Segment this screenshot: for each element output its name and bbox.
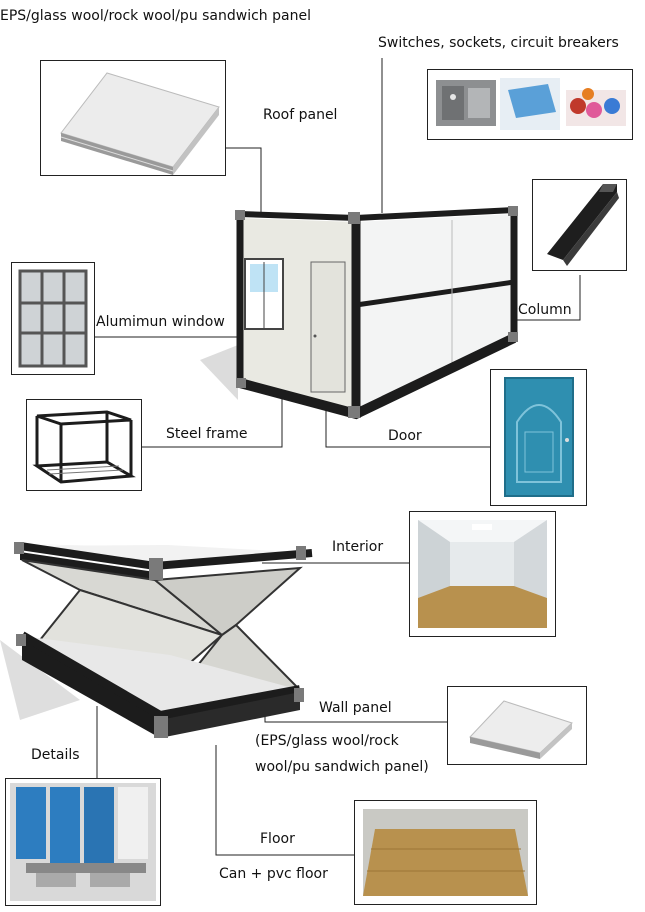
wall-material-line1: (EPS/glass wool/rock bbox=[255, 733, 399, 749]
wall-material-line2: wool/pu sandwich panel) bbox=[255, 759, 429, 775]
door-label: Door bbox=[388, 428, 422, 444]
column-image bbox=[532, 179, 627, 271]
wall-panel-image bbox=[447, 686, 587, 765]
floor-material-label: Can + pvc floor bbox=[219, 866, 328, 882]
interior-image bbox=[409, 511, 556, 637]
house-door bbox=[310, 261, 346, 393]
details-image bbox=[5, 778, 161, 906]
steel-frame-label: Steel frame bbox=[166, 426, 248, 442]
steel-frame-icon bbox=[32, 410, 136, 484]
electrical-image bbox=[427, 69, 633, 140]
floor-leader bbox=[215, 745, 354, 856]
interior-room-icon bbox=[418, 520, 547, 628]
wall-panel-icon bbox=[469, 700, 573, 759]
blue-door-icon bbox=[504, 377, 574, 497]
detail-closeup-icon bbox=[10, 783, 156, 901]
floor-image bbox=[354, 800, 537, 905]
aluminium-window-icon bbox=[18, 269, 88, 368]
wall-panel-label: Wall panel bbox=[319, 700, 392, 716]
roof-panel-label: Roof panel bbox=[263, 107, 338, 123]
details-label: Details bbox=[31, 747, 80, 763]
wood-floor-icon bbox=[363, 809, 528, 896]
roof-material-label: EPS/glass wool/rock wool/pu sandwich pan… bbox=[0, 8, 311, 24]
floor-label: Floor bbox=[260, 831, 295, 847]
column-leader bbox=[514, 275, 581, 321]
interior-label: Interior bbox=[332, 539, 384, 555]
column-profile-icon bbox=[547, 184, 619, 266]
roof-leader bbox=[226, 147, 262, 215]
window-label: Alumimun window bbox=[96, 314, 225, 330]
electrical-label: Switches, sockets, circuit breakers bbox=[378, 35, 619, 51]
column-label: Column bbox=[518, 302, 572, 318]
door-image bbox=[490, 369, 587, 506]
roof-panel-image bbox=[40, 60, 226, 176]
steel-frame-image bbox=[26, 399, 142, 491]
sandwich-panel-icon bbox=[60, 72, 220, 175]
window-image bbox=[11, 262, 95, 375]
